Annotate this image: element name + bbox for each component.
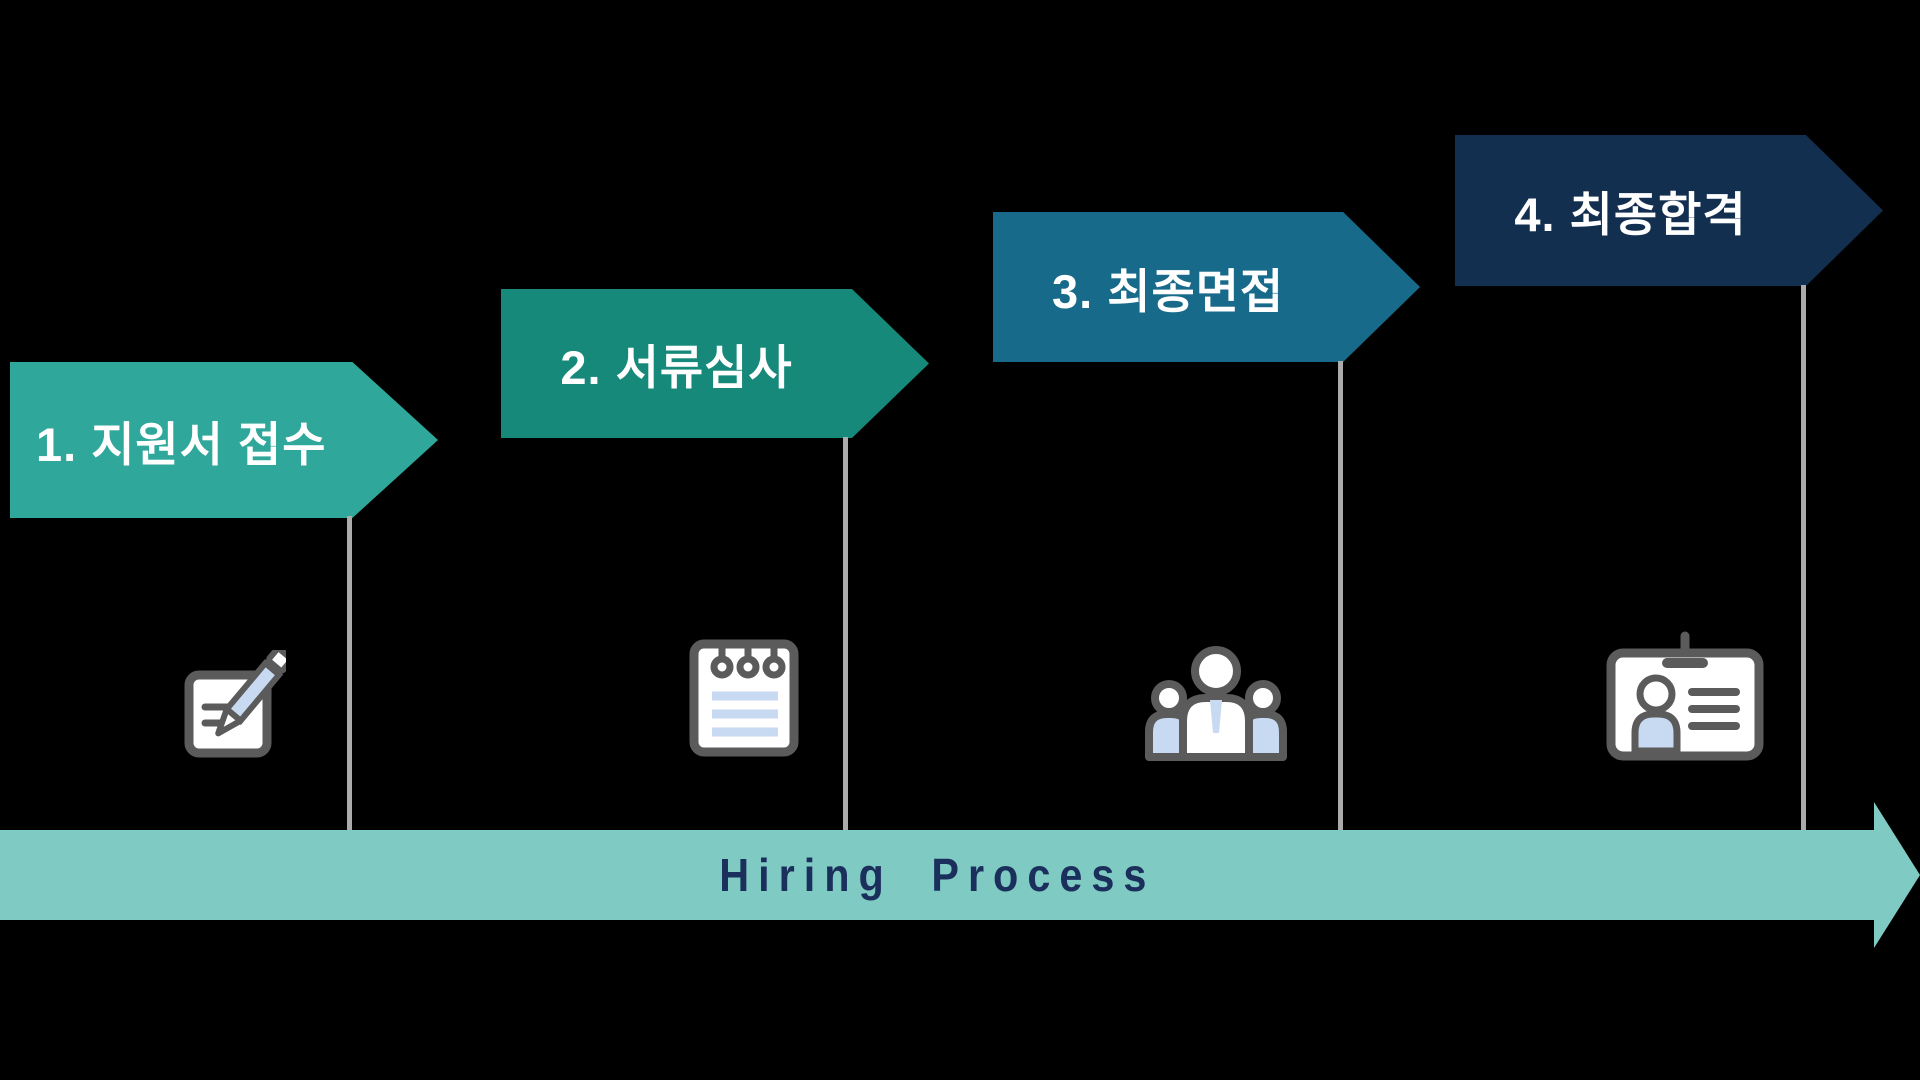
stage-banner-document-screening: 2. 서류심사 [501, 289, 929, 438]
stage-banner-application: 1. 지원서 접수 [10, 362, 438, 518]
stage-label-final-interview: 3. 최종면접 [1051, 264, 1285, 318]
timeline-arrowhead [1874, 802, 1920, 948]
connector-line-1 [347, 516, 352, 831]
stage-label-document-screening: 2. 서류심사 [560, 341, 793, 394]
stage-banner-final-interview: 3. 최종면접 [993, 212, 1420, 362]
stage-banner-final-acceptance: 4. 최종합격 [1455, 135, 1883, 286]
people-team-icon [1145, 646, 1287, 761]
connector-line-2 [843, 437, 848, 831]
pencil-edit-icon [184, 650, 286, 758]
stage-label-final-acceptance: 4. 최종합격 [1514, 188, 1747, 241]
id-badge-icon [1606, 631, 1764, 761]
timeline-arrow-bar: Hiring Process [0, 830, 1874, 920]
connector-line-3 [1338, 361, 1343, 831]
connector-line-4 [1801, 285, 1806, 831]
stage-label-application: 1. 지원서 접수 [35, 417, 327, 471]
notepad-icon [689, 639, 799, 757]
timeline-title: Hiring Process [718, 849, 1156, 901]
